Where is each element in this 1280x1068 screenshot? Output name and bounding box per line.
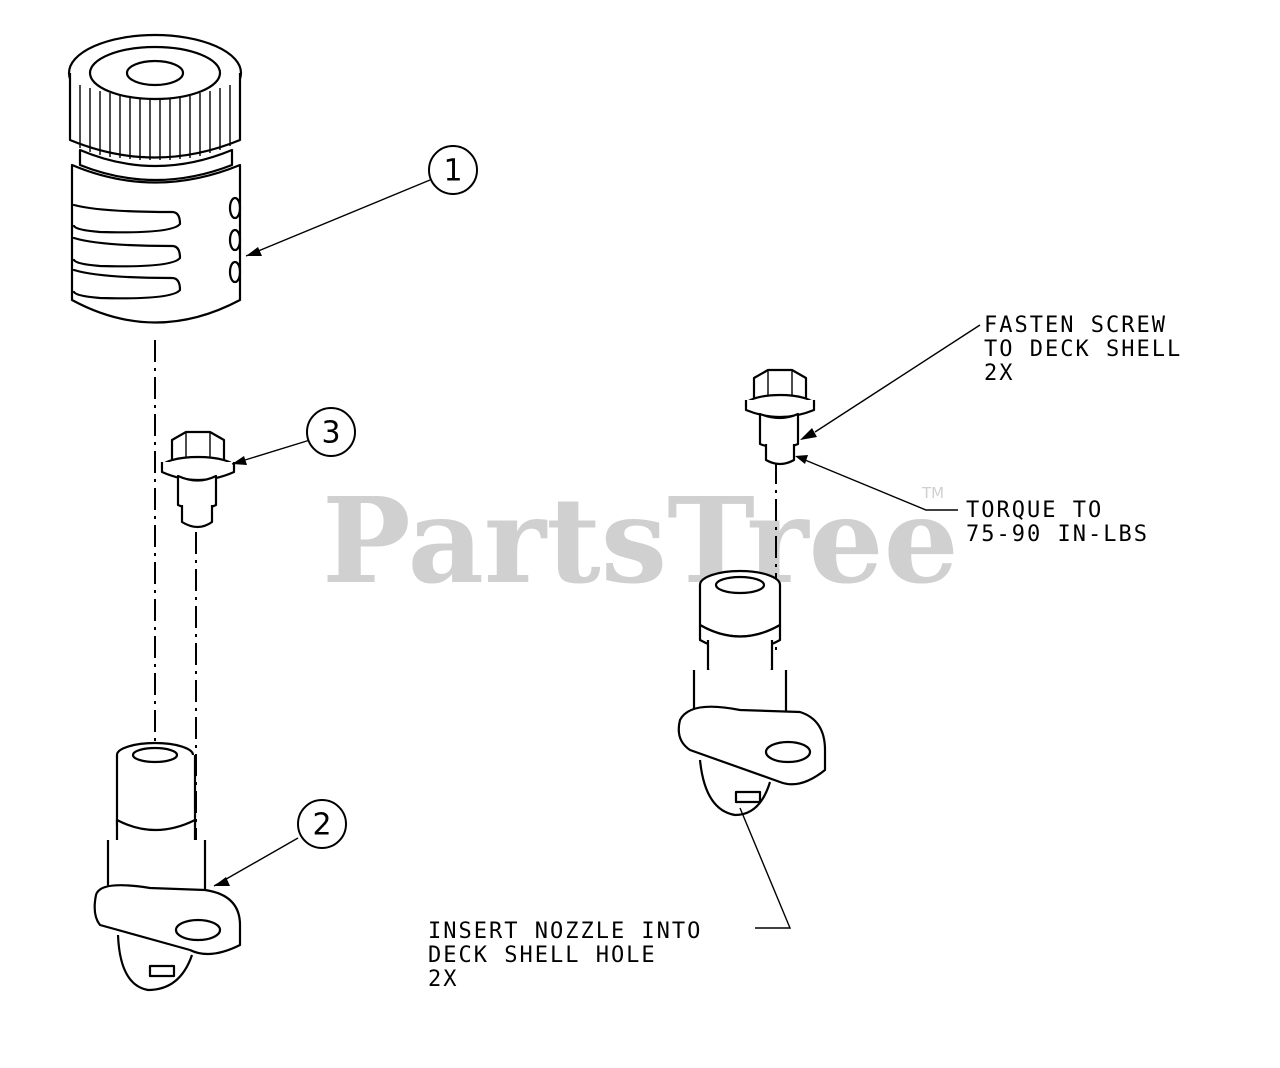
nozzle-right-icon xyxy=(677,569,827,817)
note-fasten-line-3: 2X xyxy=(984,361,1015,386)
hex-flange-screw-icon xyxy=(160,430,236,529)
watermark-brand: PartsTree xyxy=(322,471,959,610)
nozzle-icon xyxy=(93,741,242,992)
watermark: PartsTree TM xyxy=(322,471,959,610)
callout-2-label: 2 xyxy=(312,808,331,843)
callout-3: 3 xyxy=(231,407,356,465)
callout-1: 1 xyxy=(245,145,478,257)
watermark-trademark: TM xyxy=(921,484,944,502)
quick-connect-coupler-icon xyxy=(67,33,243,324)
callout-2: 2 xyxy=(213,799,347,887)
callout-3-label: 3 xyxy=(321,416,340,451)
callout-1-label: 1 xyxy=(443,154,462,189)
note-fasten-line-2: TO DECK SHELL xyxy=(984,337,1182,362)
note-fasten-line-1: FASTEN SCREW xyxy=(984,313,1167,338)
note-fasten-screw: FASTEN SCREW TO DECK SHELL 2X xyxy=(984,313,1182,386)
note-insert-nozzle: INSERT NOZZLE INTO DECK SHELL HOLE 2X xyxy=(428,919,702,992)
note-insert-line-3: 2X xyxy=(428,967,459,992)
note-leaders xyxy=(739,324,981,929)
note-insert-line-2: DECK SHELL HOLE xyxy=(428,943,657,968)
note-torque: TORQUE TO 75-90 IN-LBS xyxy=(966,498,1149,547)
note-torque-line-2: 75-90 IN-LBS xyxy=(966,522,1149,547)
note-insert-line-1: INSERT NOZZLE INTO xyxy=(428,919,702,944)
hex-flange-screw-right-icon xyxy=(744,368,816,466)
note-torque-line-1: TORQUE TO xyxy=(966,498,1103,523)
